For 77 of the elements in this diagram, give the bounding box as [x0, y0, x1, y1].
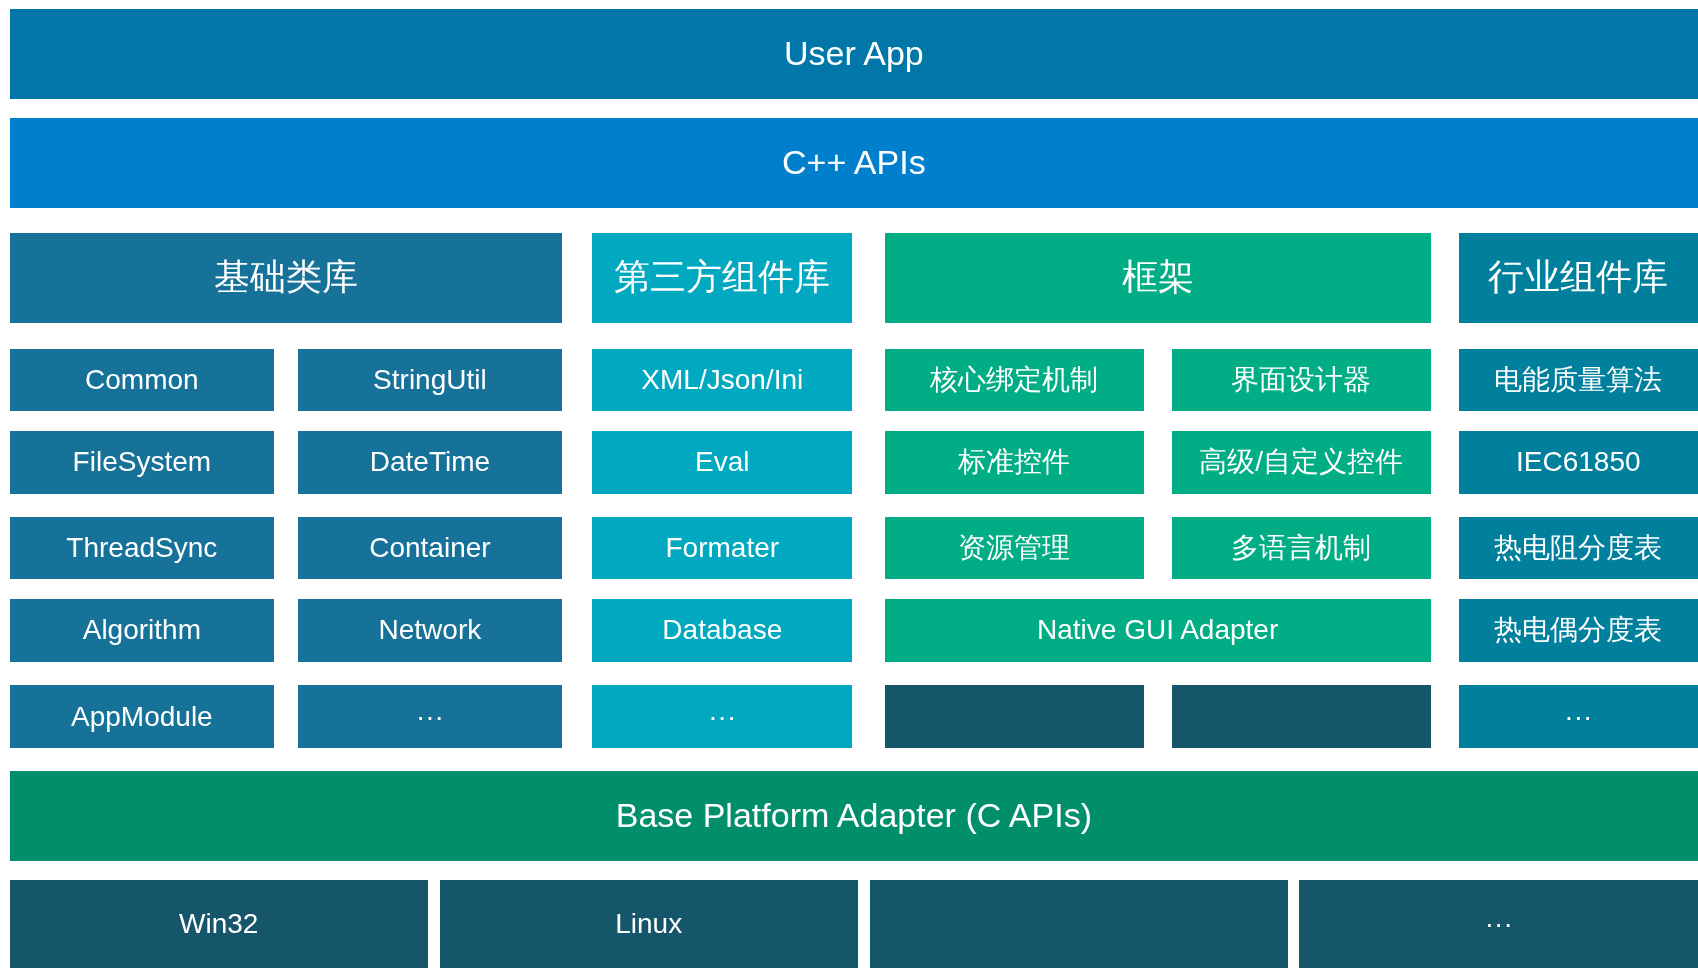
layer-box [9, 685, 274, 749]
layer-label: ··· [1484, 908, 1513, 941]
layer-label: ThreadSync [66, 531, 218, 564]
layer-label: 第三方组件库 [614, 255, 831, 300]
layer-label: ··· [708, 700, 737, 733]
layer-box [592, 431, 853, 494]
layer-box [9, 348, 274, 412]
layer-box [1458, 348, 1698, 412]
layer-label: ··· [415, 700, 444, 733]
layer-box [1458, 598, 1698, 662]
layer-label: 行业组件库 [1488, 255, 1669, 300]
layer-box [1458, 431, 1698, 494]
layer-box [884, 598, 1431, 662]
layer-box [9, 8, 1698, 99]
layer-label: 多语言机制 [1231, 530, 1372, 565]
layer-label: ··· [1564, 700, 1593, 733]
layer-box [1171, 348, 1431, 412]
layer-box [297, 685, 562, 749]
layer-label: 基础类库 [213, 255, 358, 300]
layer-label: 框架 [1121, 255, 1194, 300]
layer-label: Formater [665, 531, 780, 564]
layer-box [884, 348, 1144, 412]
empty-box [869, 880, 1288, 968]
layer-label: IEC61850 [1516, 446, 1641, 479]
layer-box [1458, 685, 1698, 749]
layer-label: Container [369, 531, 491, 564]
layer-box [9, 771, 1698, 861]
layer-label: FileSystem [72, 446, 212, 479]
layer-box [9, 118, 1698, 208]
layer-box [297, 431, 562, 494]
layer-label: Algorithm [82, 614, 201, 647]
layer-box [9, 431, 274, 494]
layer-label: DateTime [369, 446, 491, 479]
layer-box [592, 685, 853, 749]
layer-box [1171, 431, 1431, 494]
layer-label: Linux [615, 908, 683, 941]
layer-label: 核心绑定机制 [930, 363, 1099, 398]
layer-box [592, 516, 853, 580]
layer-label: 高级/自定义控件 [1199, 445, 1403, 480]
layer-box [297, 348, 562, 412]
layer-label: Native GUI Adapter [1037, 614, 1279, 647]
layer-box [1171, 516, 1431, 580]
layer-label: 资源管理 [958, 530, 1071, 565]
empty-box [1171, 685, 1431, 749]
layer-box [9, 232, 562, 323]
layer-box [297, 598, 562, 662]
layer-box [439, 880, 858, 968]
layer-box [9, 880, 428, 968]
layer-box [592, 598, 853, 662]
layer-label: Common [85, 364, 199, 397]
layer-label: XML/Json/Ini [641, 364, 804, 397]
layer-box [592, 232, 853, 323]
layer-label: 热电阻分度表 [1494, 530, 1663, 565]
layer-box [9, 516, 274, 580]
layer-label: Win32 [179, 908, 259, 941]
layer-label: Base Platform Adapter (C APIs) [615, 796, 1092, 836]
layer-label: User App [783, 34, 924, 74]
layer-label: 标准控件 [958, 445, 1071, 480]
layer-label: AppModule [71, 700, 213, 733]
layer-box [592, 348, 853, 412]
layer-label: 电能质量算法 [1494, 363, 1663, 398]
layer-box [9, 598, 274, 662]
layer-label: 界面设计器 [1231, 363, 1372, 398]
layer-label: StringUtil [373, 364, 487, 397]
layer-label: 热电偶分度表 [1494, 613, 1663, 648]
layer-box [1458, 516, 1698, 580]
layer-box [1299, 880, 1698, 968]
empty-box [884, 685, 1144, 749]
layer-label: Eval [695, 446, 750, 479]
layer-label: C++ APIs [782, 143, 926, 183]
layer-box [297, 516, 562, 580]
layer-box [884, 431, 1144, 494]
layer-label: Database [662, 614, 783, 647]
layer-box [1458, 232, 1698, 323]
layer-box [884, 232, 1431, 323]
layer-label: Network [378, 614, 482, 647]
layer-box [884, 516, 1144, 580]
